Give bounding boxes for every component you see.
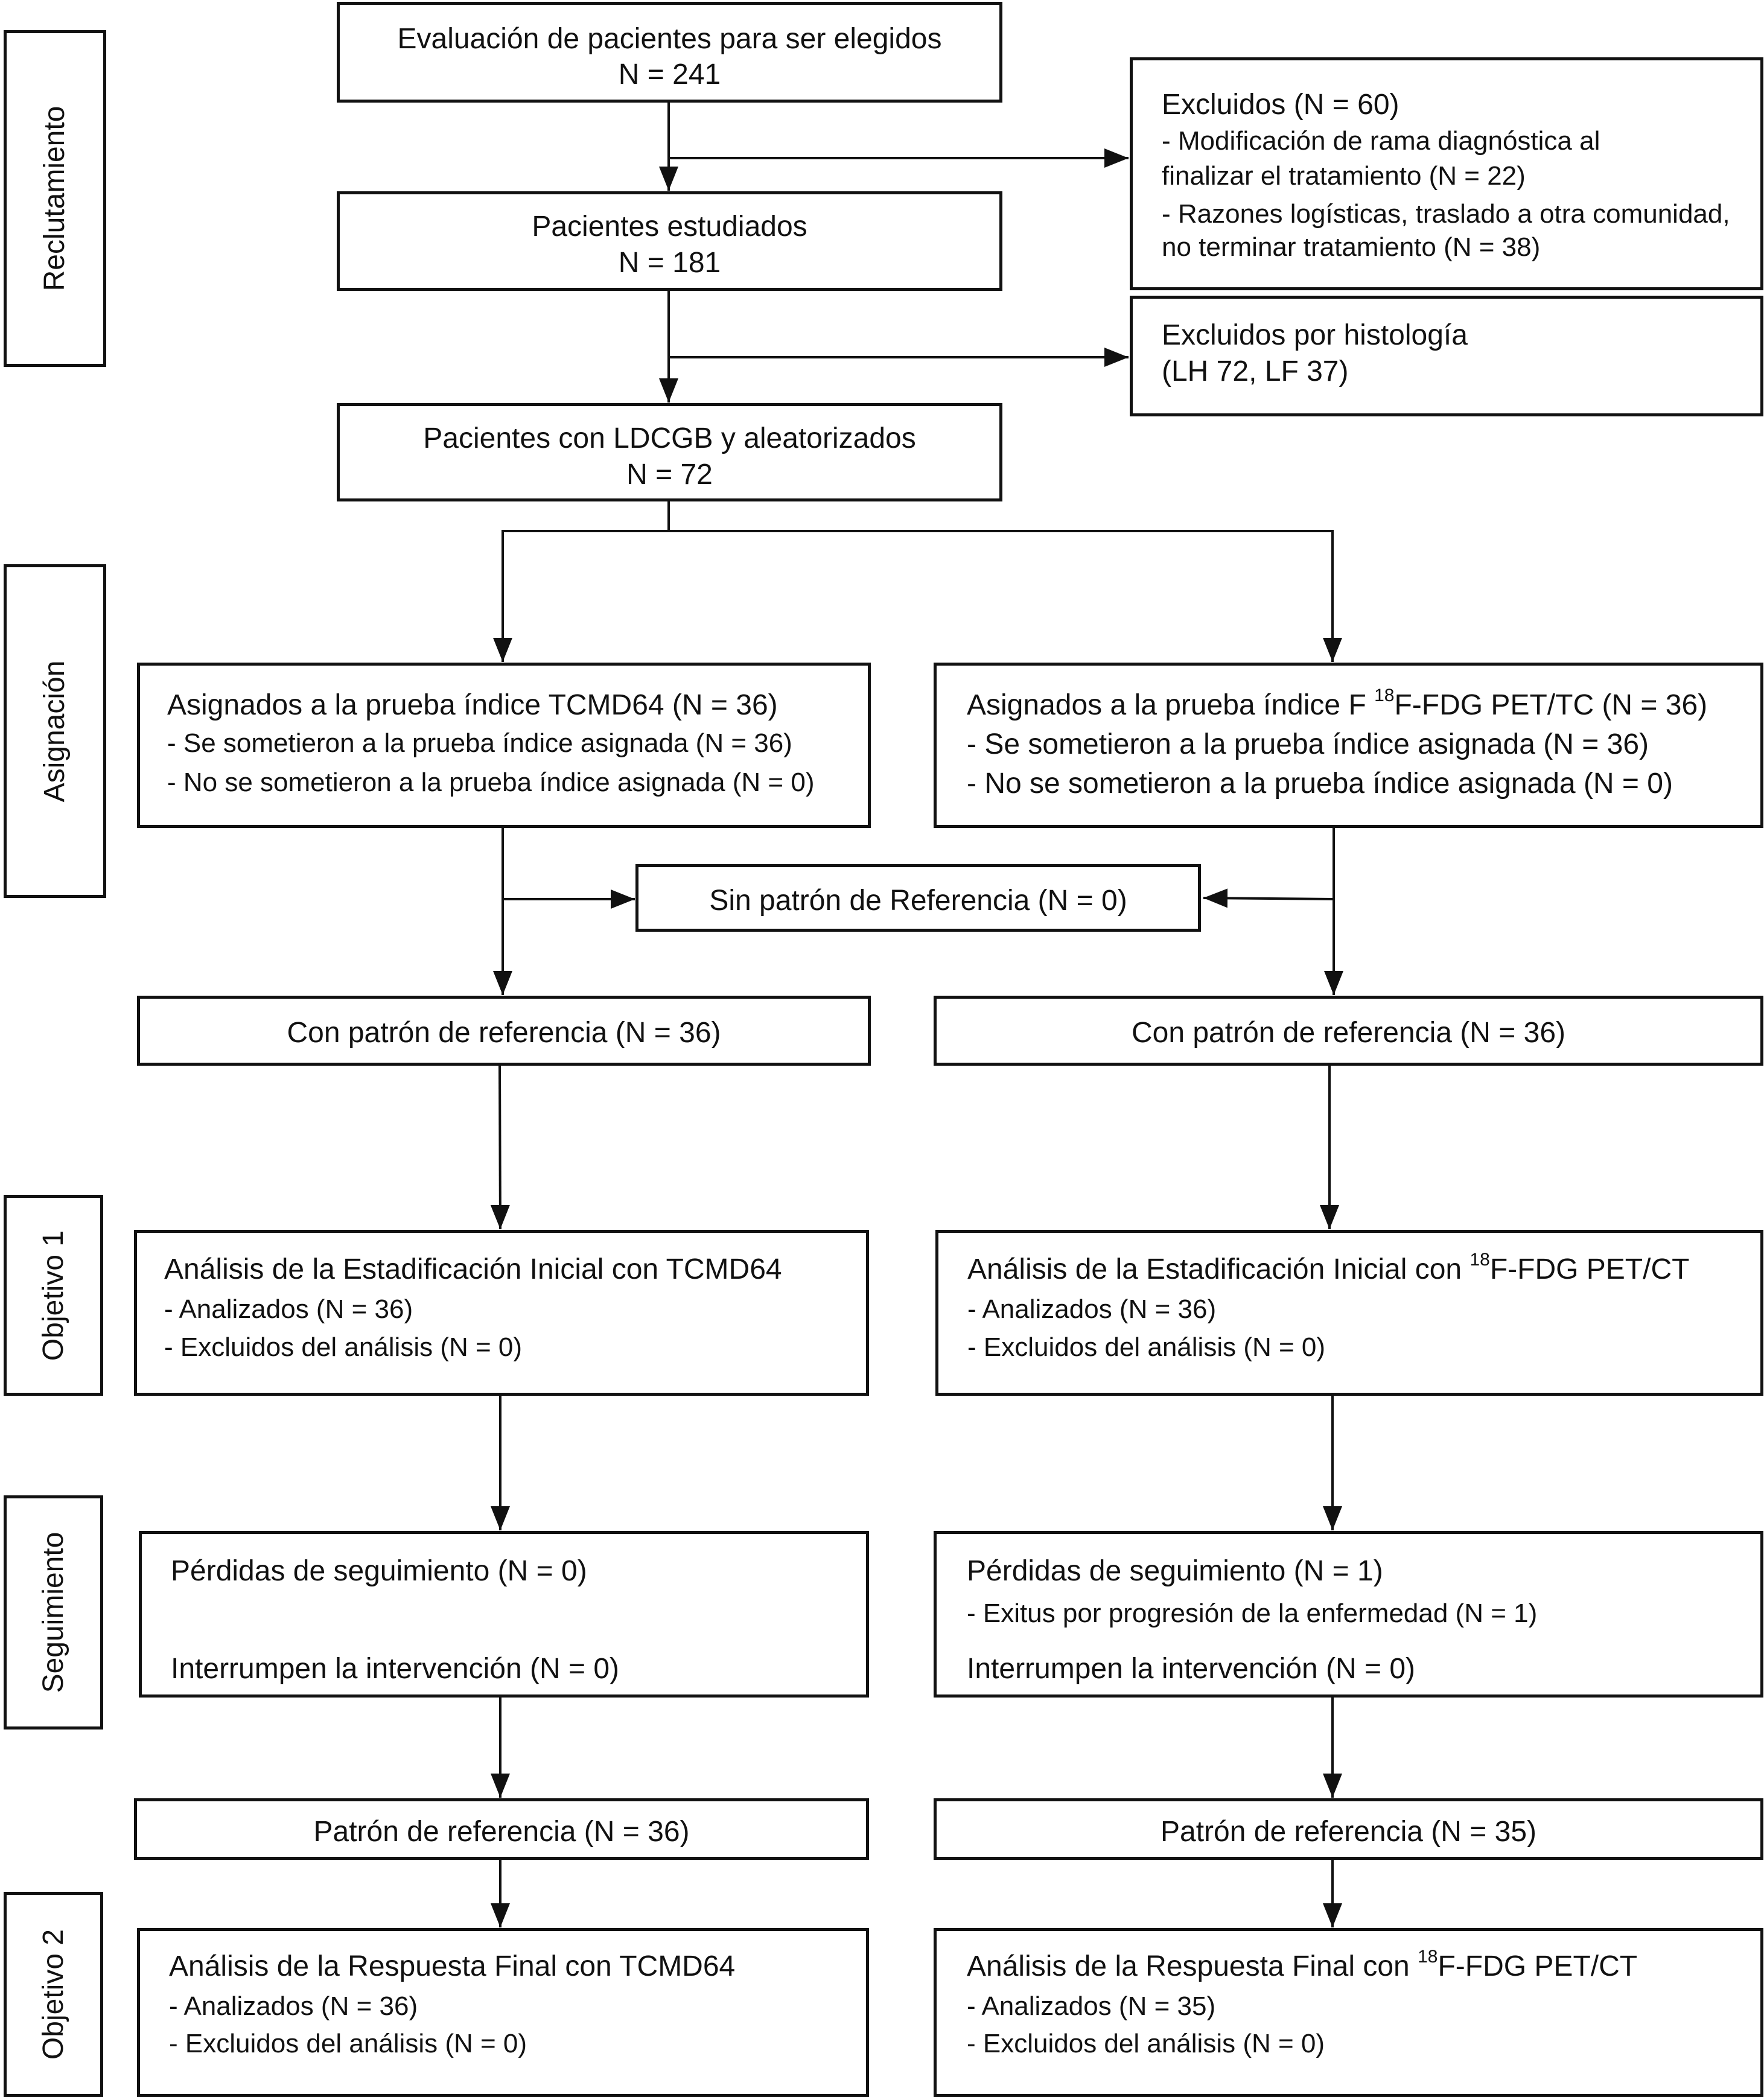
seg-right-interrupt: Interrumpen la intervención (N = 0)	[967, 1653, 1416, 1685]
obj2-right-title-pre: Análisis de la Respuesta Final con	[967, 1950, 1418, 1982]
estudiados-title: Pacientes estudiados	[532, 211, 807, 243]
stage-label-objetivo1: Objetivo 1	[4, 1195, 103, 1396]
box-asignados-tcmd64: Asignados a la prueba índice TCMD64 (N =…	[137, 663, 871, 828]
histologia-detail: (LH 72, LF 37)	[1162, 355, 1349, 387]
asig-right-title-sup: 18	[1374, 686, 1395, 705]
obj1-right-item2: - Excluidos del análisis (N = 0)	[967, 1332, 1326, 1362]
obj2-left-item2: - Excluidos del análisis (N = 0)	[169, 2029, 527, 2058]
obj1-right-title-post: F-FDG PET/CT	[1489, 1253, 1690, 1285]
asig-right-title-post: F-FDG PET/TC (N = 36)	[1394, 689, 1708, 721]
obj2-right-title: Análisis de la Respuesta Final con 18F-F…	[937, 1948, 1760, 1982]
seg-right-item1: - Exitus por progresión de la enfermedad…	[967, 1599, 1538, 1628]
asig-left-item1: - Se sometieron a la prueba índice asign…	[167, 728, 792, 758]
histologia-title: Excluidos por histología	[1162, 319, 1468, 351]
obj1-right-title: Análisis de la Estadificación Inicial co…	[938, 1251, 1760, 1285]
obj2-right-item1: - Analizados (N = 35)	[967, 1991, 1216, 2021]
box-ldcgb: Pacientes con LDCGB y aleatorizados N = …	[337, 403, 1002, 501]
obj2-right-title-sup: 18	[1418, 1947, 1438, 1967]
seg-left-interrupt: Interrumpen la intervención (N = 0)	[171, 1653, 620, 1685]
seg-right-title: Pérdidas de seguimiento (N = 1)	[967, 1555, 1383, 1587]
box-con-patron-left: Con patrón de referencia (N = 36)	[137, 996, 871, 1066]
box-estudiados: Pacientes estudiados N = 181	[337, 191, 1002, 291]
excluidos-title: Excluidos (N = 60)	[1162, 89, 1399, 121]
asig-right-title-pre: Asignados a la prueba índice F	[967, 689, 1375, 721]
evaluacion-title: Evaluación de pacientes para ser elegido…	[397, 23, 942, 55]
box-obj2-tcmd64: Análisis de la Respuesta Final con TCMD6…	[137, 1928, 869, 2097]
obj1-left-title: Análisis de la Estadificación Inicial co…	[164, 1253, 782, 1285]
box-obj1-pet: Análisis de la Estadificación Inicial co…	[935, 1230, 1763, 1396]
obj2-right-item2: - Excluidos del análisis (N = 0)	[967, 2029, 1325, 2058]
box-patron-right: Patrón de referencia (N = 35)	[934, 1798, 1763, 1860]
obj1-right-title-sup: 18	[1469, 1250, 1490, 1270]
box-con-patron-right: Con patrón de referencia (N = 36)	[934, 996, 1763, 1066]
ldcgb-n: N = 72	[626, 459, 713, 491]
asig-right-item2: - No se sometieron a la prueba índice as…	[967, 768, 1673, 800]
arrow-ldcgb-asig-left	[493, 501, 670, 662]
obj1-right-item1: - Analizados (N = 36)	[967, 1294, 1217, 1324]
stage-label-objetivo2-text: Objetivo 2	[37, 1929, 69, 2060]
stage-label-seguimiento-text: Seguimiento	[37, 1532, 69, 1693]
evaluacion-n: N = 241	[618, 59, 721, 91]
patron-right-text: Patrón de referencia (N = 35)	[1161, 1816, 1536, 1848]
stage-label-reclutamiento: Reclutamiento	[4, 30, 106, 367]
box-seg-right: Pérdidas de seguimiento (N = 1) - Exitus…	[934, 1531, 1763, 1698]
con-patron-left-text: Con patrón de referencia (N = 36)	[287, 1017, 721, 1049]
excluidos-item1a: - Modificación de rama diagnóstica al	[1162, 126, 1600, 156]
obj2-left-title: Análisis de la Respuesta Final con TCMD6…	[169, 1950, 736, 1982]
excluidos-item2a: - Razones logísticas, traslado a otra co…	[1162, 199, 1730, 229]
ldcgb-title: Pacientes con LDCGB y aleatorizados	[423, 422, 916, 454]
patron-left-text: Patrón de referencia (N = 36)	[313, 1816, 690, 1848]
box-asignados-pet: Asignados a la prueba índice F 18F-FDG P…	[934, 663, 1763, 828]
stage-label-reclutamiento-text: Reclutamiento	[39, 106, 71, 291]
stage-label-objetivo1-text: Objetivo 1	[37, 1230, 69, 1361]
asig-right-title: Asignados a la prueba índice F 18F-FDG P…	[937, 687, 1760, 721]
stage-label-asignacion: Asignación	[4, 564, 106, 898]
excluidos-item1b: finalizar el tratamiento (N = 22)	[1162, 161, 1526, 191]
stage-label-asignacion-text: Asignación	[39, 660, 71, 802]
estudiados-n: N = 181	[618, 247, 721, 279]
arrow-right-to-sinpatron	[1203, 888, 1334, 908]
obj2-left-item1: - Analizados (N = 36)	[169, 1991, 418, 2021]
obj1-left-item2: - Excluidos del análisis (N = 0)	[164, 1332, 523, 1362]
obj2-right-title-post: F-FDG PET/CT	[1438, 1950, 1638, 1982]
box-obj1-tcmd64: Análisis de la Estadificación Inicial co…	[134, 1230, 869, 1396]
box-histologia: Excluidos por histología (LH 72, LF 37)	[1130, 296, 1763, 416]
box-excluidos: Excluidos (N = 60) - Modificación de ram…	[1130, 57, 1763, 290]
stage-label-objetivo2: Objetivo 2	[4, 1892, 103, 2097]
asig-left-item2: - No se sometieron a la prueba índice as…	[167, 768, 815, 797]
arrow-ldcgb-asig-right	[669, 530, 1342, 662]
box-seg-left: Pérdidas de seguimiento (N = 0) Interrum…	[139, 1531, 869, 1698]
asig-left-title: Asignados a la prueba índice TCMD64 (N =…	[167, 689, 778, 721]
excluidos-item2b: no terminar tratamiento (N = 38)	[1162, 232, 1541, 262]
obj1-right-title-pre: Análisis de la Estadificación Inicial co…	[967, 1253, 1470, 1285]
con-patron-right-text: Con patrón de referencia (N = 36)	[1131, 1017, 1566, 1049]
box-obj2-pet: Análisis de la Respuesta Final con 18F-F…	[934, 1928, 1763, 2097]
box-sin-patron: Sin patrón de Referencia (N = 0)	[635, 864, 1201, 932]
box-patron-left: Patrón de referencia (N = 36)	[134, 1798, 869, 1860]
seg-left-title: Pérdidas de seguimiento (N = 0)	[171, 1555, 587, 1587]
asig-right-item1: - Se sometieron a la prueba índice asign…	[967, 728, 1649, 760]
box-evaluacion: Evaluación de pacientes para ser elegido…	[337, 2, 1002, 103]
obj1-left-item1: - Analizados (N = 36)	[164, 1294, 413, 1324]
sin-patron-text: Sin patrón de Referencia (N = 0)	[709, 885, 1127, 917]
stage-label-seguimiento: Seguimiento	[4, 1495, 103, 1729]
